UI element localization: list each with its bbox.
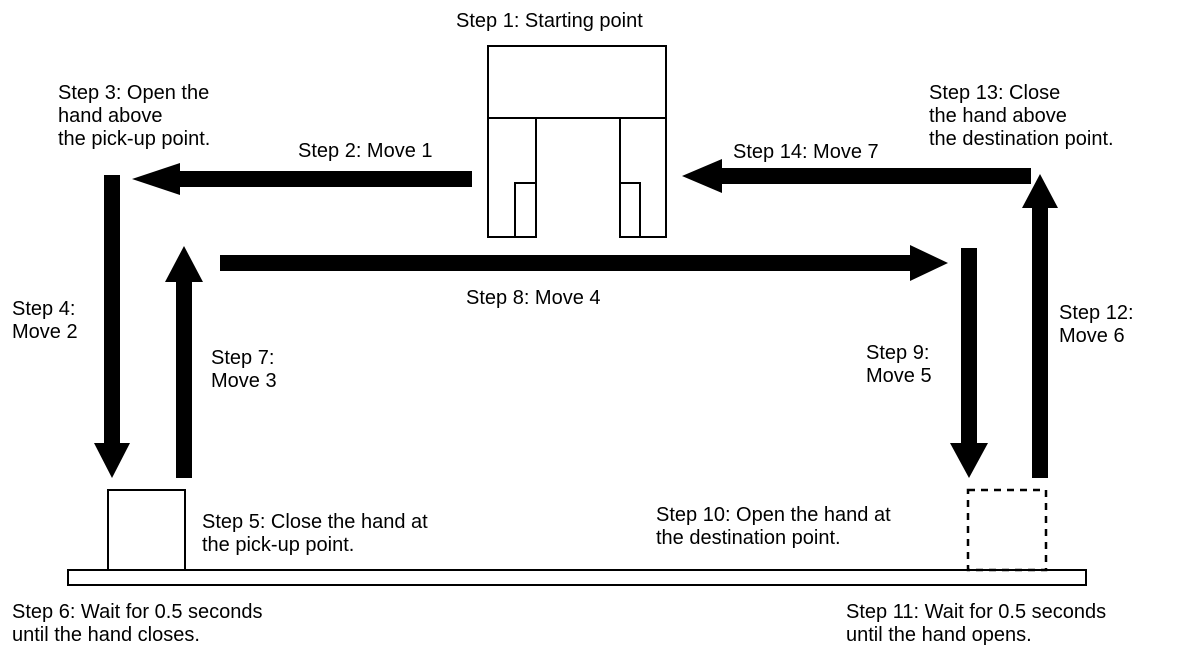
step3-label: Step 3: Open the hand above the pick-up … [58, 82, 211, 150]
step4-label: Step 4: Move 2 [12, 298, 78, 343]
step5-label: Step 5: Close the hand at the pick-up po… [202, 511, 428, 556]
arrow-move-4 [220, 245, 948, 281]
arrow-move-7 [682, 159, 1031, 193]
step13-label: Step 13: Close the hand above the destin… [929, 82, 1114, 150]
robot-hand-left-finger [487, 117, 537, 238]
robot-hand-body [487, 45, 667, 119]
arrow-move-1 [132, 163, 472, 195]
step6-label: Step 6: Wait for 0.5 seconds until the h… [12, 601, 263, 646]
robot-hand-right-fingertip [619, 182, 641, 238]
robot-hand-left-fingertip [514, 182, 537, 238]
step14-label: Step 14: Move 7 [733, 141, 879, 163]
pick-up-object [107, 489, 186, 571]
step10-label: Step 10: Open the hand at the destinatio… [656, 504, 891, 549]
arrow-move-6 [1022, 174, 1058, 478]
robot-hand-right-finger [619, 117, 667, 238]
step2-label: Step 2: Move 1 [298, 140, 433, 162]
step12-label: Step 12: Move 6 [1059, 302, 1134, 347]
step7-label: Step 7: Move 3 [211, 347, 277, 392]
robot-hand [487, 45, 667, 238]
step1-label: Step 1: Starting point [456, 10, 643, 32]
arrow-move-5 [950, 248, 988, 478]
arrow-move-3 [165, 246, 203, 478]
arrow-move-2 [94, 175, 130, 478]
work-table [67, 569, 1087, 586]
step11-label: Step 11: Wait for 0.5 seconds until the … [846, 601, 1107, 646]
step9-label: Step 9: Move 5 [866, 342, 932, 387]
step8-label: Step 8: Move 4 [466, 287, 601, 309]
destination-outline [966, 488, 1048, 572]
